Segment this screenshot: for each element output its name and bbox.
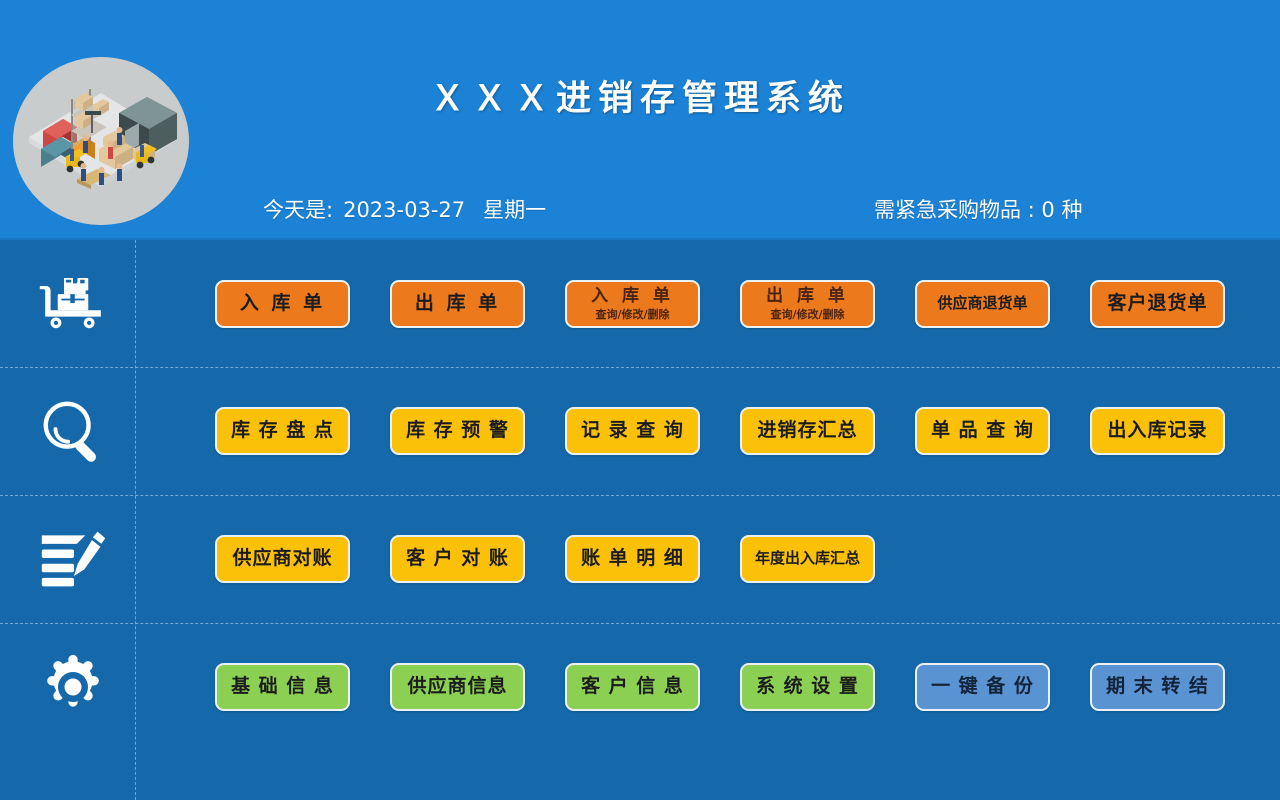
button-label: 基 础 信 息 <box>231 675 334 698</box>
menu-button-customer-return-order[interactable]: 客户退货单 <box>1090 280 1225 328</box>
menu-button-inout-record[interactable]: 出入库记录 <box>1090 407 1225 455</box>
today-weekday: 星期一 <box>483 198 547 222</box>
menu-button-system-settings[interactable]: 系 统 设 置 <box>740 663 875 711</box>
warehouse-isometric-icon <box>13 57 189 225</box>
menu-button-inbound-order-manage[interactable]: 入 库 单 查询/修改/删除 <box>565 280 700 328</box>
grid-horizontal-divider-1 <box>0 367 1280 368</box>
menu-board: 入 库 单 出 库 单 入 库 单 查询/修改/删除 出 库 单 查询/修改/删… <box>0 240 1280 800</box>
button-label: 供应商对账 <box>232 547 333 570</box>
menu-button-supplier-reconciliation[interactable]: 供应商对账 <box>215 535 350 583</box>
button-label: 客户退货单 <box>1107 292 1208 315</box>
menu-row-query-buttons: 库 存 盘 点 库 存 预 警 记 录 查 询 进销存汇总 单 品 查 询 出入… <box>215 367 1265 495</box>
menu-button-customer-info[interactable]: 客 户 信 息 <box>565 663 700 711</box>
button-label: 供应商信息 <box>407 675 508 698</box>
button-label: 库 存 盘 点 <box>231 419 334 442</box>
menu-row-reconciliation-buttons: 供应商对账 客 户 对 账 账 单 明 细 年度出入库汇总 <box>215 495 1265 623</box>
menu-button-stock-alert[interactable]: 库 存 预 警 <box>390 407 525 455</box>
button-label: 账 单 明 细 <box>581 547 684 570</box>
button-label: 客 户 对 账 <box>406 547 509 570</box>
pallet-truck-boxes-icon <box>38 269 108 339</box>
button-sublabel: 查询/修改/删除 <box>770 307 845 321</box>
today-date: 2023-03-27 <box>343 198 466 222</box>
menu-row-reconciliation: 供应商对账 客 户 对 账 账 单 明 细 年度出入库汇总 <box>0 495 1280 623</box>
urgent-purchase-status: 需紧急采购物品 : 0 种 <box>874 198 1083 222</box>
menu-button-item-query[interactable]: 单 品 查 询 <box>915 407 1050 455</box>
page-title: ＸＸＸ进销存管理系统 <box>429 79 850 119</box>
gear-settings-icon <box>38 652 108 722</box>
menu-button-one-click-backup[interactable]: 一 键 备 份 <box>915 663 1050 711</box>
menu-button-period-end-closing[interactable]: 期 末 转 结 <box>1090 663 1225 711</box>
header-divider <box>0 238 1280 240</box>
button-label: 供应商退货单 <box>937 294 1028 313</box>
button-label: 记 录 查 询 <box>581 419 684 442</box>
button-label: 入 库 单 <box>239 292 326 315</box>
menu-row-settings: 基 础 信 息 供应商信息 客 户 信 息 系 统 设 置 一 键 备 份 期 … <box>0 623 1280 751</box>
button-label: 期 末 转 结 <box>1106 675 1209 698</box>
menu-row-settings-buttons: 基 础 信 息 供应商信息 客 户 信 息 系 统 设 置 一 键 备 份 期 … <box>215 623 1265 751</box>
grid-horizontal-divider-2 <box>0 495 1280 496</box>
menu-button-customer-reconciliation[interactable]: 客 户 对 账 <box>390 535 525 583</box>
list-edit-pencil-icon <box>38 524 108 594</box>
menu-button-basic-info[interactable]: 基 础 信 息 <box>215 663 350 711</box>
today-label: 今天是: <box>263 198 334 222</box>
button-label: 一 键 备 份 <box>931 675 1034 698</box>
button-label: 出 库 单 <box>414 292 501 315</box>
today-info: 今天是: 2023-03-27 星期一 <box>263 194 546 224</box>
menu-button-outbound-order[interactable]: 出 库 单 <box>390 280 525 328</box>
warehouse-logo <box>13 57 189 225</box>
button-label: 库 存 预 警 <box>406 419 509 442</box>
button-label: 单 品 查 询 <box>931 419 1034 442</box>
menu-button-inventory-summary[interactable]: 进销存汇总 <box>740 407 875 455</box>
magnifier-search-icon <box>38 396 108 466</box>
grid-vertical-divider <box>135 240 136 800</box>
menu-button-supplier-info[interactable]: 供应商信息 <box>390 663 525 711</box>
menu-row-query: 库 存 盘 点 库 存 预 警 记 录 查 询 进销存汇总 单 品 查 询 出入… <box>0 367 1280 495</box>
app-header: ＸＸＸ进销存管理系统 今天是: 2023-03-27 星期一 需紧急采购物品 : 0… <box>0 0 1280 240</box>
button-label: 入 库 单 <box>591 285 674 306</box>
menu-row-documents-buttons: 入 库 单 出 库 单 入 库 单 查询/修改/删除 出 库 单 查询/修改/删… <box>215 240 1265 368</box>
button-label: 出 库 单 <box>766 285 849 306</box>
menu-button-bill-detail[interactable]: 账 单 明 细 <box>565 535 700 583</box>
button-label: 进销存汇总 <box>757 419 858 442</box>
button-label: 客 户 信 息 <box>581 675 684 698</box>
button-label: 出入库记录 <box>1107 419 1208 442</box>
menu-row-documents: 入 库 单 出 库 单 入 库 单 查询/修改/删除 出 库 单 查询/修改/删… <box>0 240 1280 368</box>
menu-button-stock-count[interactable]: 库 存 盘 点 <box>215 407 350 455</box>
menu-button-inbound-order[interactable]: 入 库 单 <box>215 280 350 328</box>
menu-button-outbound-order-manage[interactable]: 出 库 单 查询/修改/删除 <box>740 280 875 328</box>
button-label: 年度出入库汇总 <box>754 549 860 568</box>
button-sublabel: 查询/修改/删除 <box>595 307 670 321</box>
grid-horizontal-divider-3 <box>0 623 1280 624</box>
button-label: 系 统 设 置 <box>756 675 859 698</box>
menu-button-record-query[interactable]: 记 录 查 询 <box>565 407 700 455</box>
menu-button-supplier-return-order[interactable]: 供应商退货单 <box>915 280 1050 328</box>
menu-button-annual-inout-summary[interactable]: 年度出入库汇总 <box>740 535 875 583</box>
